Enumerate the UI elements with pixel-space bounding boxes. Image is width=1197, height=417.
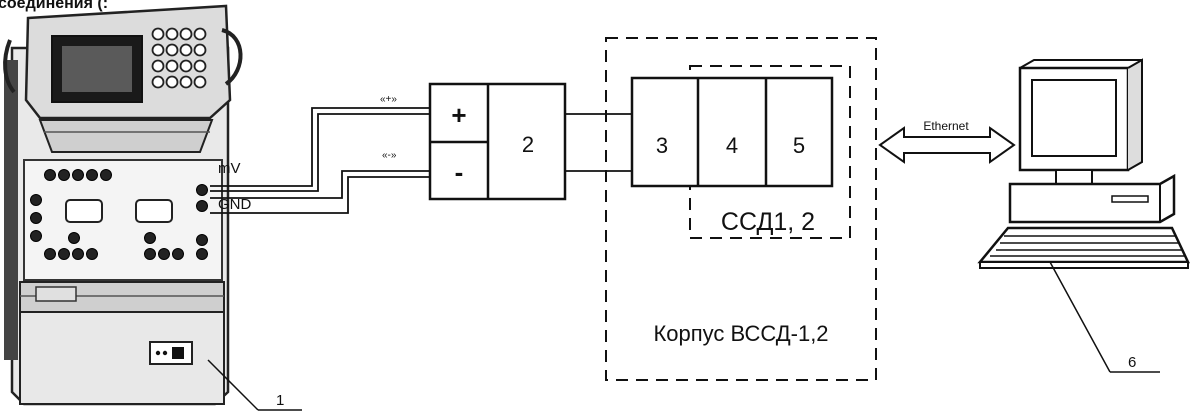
calibrator-side-edge — [4, 60, 18, 360]
panel-jack — [68, 232, 80, 244]
keypad-key — [151, 59, 165, 73]
panel-jack — [196, 248, 208, 260]
keypad-key — [165, 27, 179, 41]
keypad-key — [193, 27, 207, 41]
panel-jack — [196, 184, 208, 196]
ethernet-arrow — [878, 126, 1016, 164]
calibrator-handle-left — [3, 39, 16, 94]
keypad-key — [151, 27, 165, 41]
keypad-key — [193, 43, 207, 57]
wire-plus-b — [210, 107, 430, 187]
calibrator-hinge — [38, 119, 214, 153]
calibrator-window-right — [135, 199, 173, 223]
keypad-key — [179, 75, 193, 89]
panel-jack — [86, 248, 98, 260]
panel-jack — [72, 248, 84, 260]
panel-jack — [58, 169, 70, 181]
keypad-key — [179, 43, 193, 57]
calibrator-window-left — [65, 199, 103, 223]
panel-jack — [196, 200, 208, 212]
enclosure-label: Корпус ВССД-1,2 — [653, 321, 828, 346]
module-row — [630, 76, 834, 188]
block-2-number: 2 — [522, 132, 534, 157]
keypad-key — [165, 75, 179, 89]
callout-1-label: 1 — [276, 392, 284, 409]
panel-jack — [30, 194, 42, 206]
ethernet-label: Ethernet — [923, 119, 969, 133]
callout-1-leader — [207, 359, 259, 411]
system-unit — [1008, 173, 1176, 224]
callout-6-leader — [1049, 261, 1111, 373]
panel-jack — [72, 169, 84, 181]
ssd-group-frame — [689, 65, 851, 239]
module-row-frame — [630, 76, 834, 188]
signal-wires — [210, 107, 430, 214]
calibrator-jacks — [30, 169, 208, 260]
keypad-key — [151, 43, 165, 57]
wire-plus-label: «+» — [380, 94, 397, 105]
keypad-key — [165, 59, 179, 73]
calibrator-keypad — [151, 27, 207, 89]
block-2 — [428, 82, 567, 201]
ssd-group-label: ССД1, 2 — [721, 208, 815, 236]
calibrator-handle — [221, 28, 243, 86]
panel-jack — [58, 248, 70, 260]
calibrator-device — [3, 4, 243, 406]
panel-jack — [158, 248, 170, 260]
block-2-minus: - — [455, 157, 464, 187]
module-4-label: 4 — [726, 133, 738, 158]
block-2-plus: + — [451, 100, 466, 130]
panel-jack — [44, 169, 56, 181]
panel-jack — [144, 232, 156, 244]
module-5-label: 5 — [793, 133, 805, 158]
panel-jack — [30, 230, 42, 242]
panel-jack — [172, 248, 184, 260]
callout-6-label: 6 — [1128, 354, 1136, 371]
keypad-key — [193, 75, 207, 89]
wire-minus-a — [210, 170, 430, 199]
drive-slot — [1111, 195, 1149, 203]
panel-jack — [100, 169, 112, 181]
terminal-mv-label: mV — [218, 160, 241, 177]
wire-minus-b — [210, 176, 430, 214]
panel-jack — [144, 248, 156, 260]
calibrator-base — [19, 311, 225, 405]
terminal-gnd-label: GND — [218, 196, 252, 213]
keypad-key — [165, 43, 179, 57]
wire-minus-label: «-» — [382, 150, 397, 161]
keypad-key — [179, 27, 193, 41]
calibrator-front-panel — [23, 159, 223, 281]
calibrator-screen-inner — [62, 46, 132, 92]
enclosure-frame — [605, 37, 877, 381]
panel-jack — [196, 234, 208, 246]
header-fragment: соединения (: — [0, 0, 108, 12]
panel-jack — [86, 169, 98, 181]
keypad-key — [151, 75, 165, 89]
wire-plus — [210, 113, 430, 192]
keypad-key — [193, 59, 207, 73]
panel-jack — [30, 212, 42, 224]
computer — [977, 58, 1190, 269]
monitor-screen — [1031, 79, 1117, 157]
keypad-key — [179, 59, 193, 73]
keyboard — [977, 226, 1190, 264]
module-3-label: 3 — [656, 133, 668, 158]
panel-jack — [44, 248, 56, 260]
